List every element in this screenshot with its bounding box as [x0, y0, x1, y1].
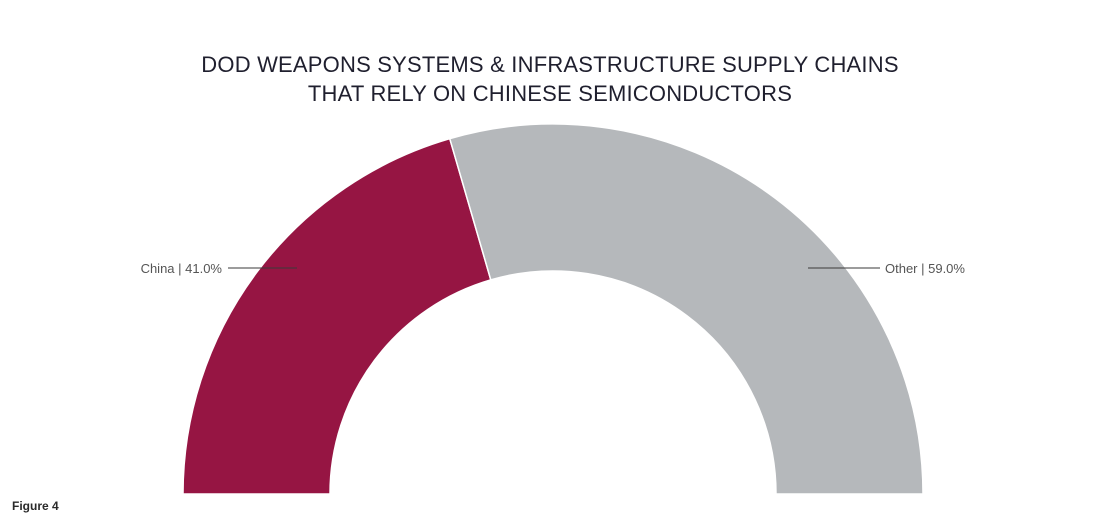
- chart-title-line-1: DOD WEAPONS SYSTEMS & INFRASTRUCTURE SUP…: [201, 52, 899, 77]
- chart-title-line-2: THAT RELY ON CHINESE SEMICONDUCTORS: [307, 81, 793, 106]
- chart-labels: China | 41.0% Other | 59.0%: [141, 261, 966, 276]
- slice-label-china: China | 41.0%: [141, 261, 223, 276]
- slice-label-other: Other | 59.0%: [885, 261, 965, 276]
- chart-slices: [182, 123, 924, 495]
- slice-china: [182, 137, 492, 495]
- chart-title: DOD WEAPONS SYSTEMS & INFRASTRUCTURE SUP…: [0, 50, 1096, 108]
- slice-other: [448, 123, 924, 495]
- figure-label: Figure 4: [12, 499, 59, 513]
